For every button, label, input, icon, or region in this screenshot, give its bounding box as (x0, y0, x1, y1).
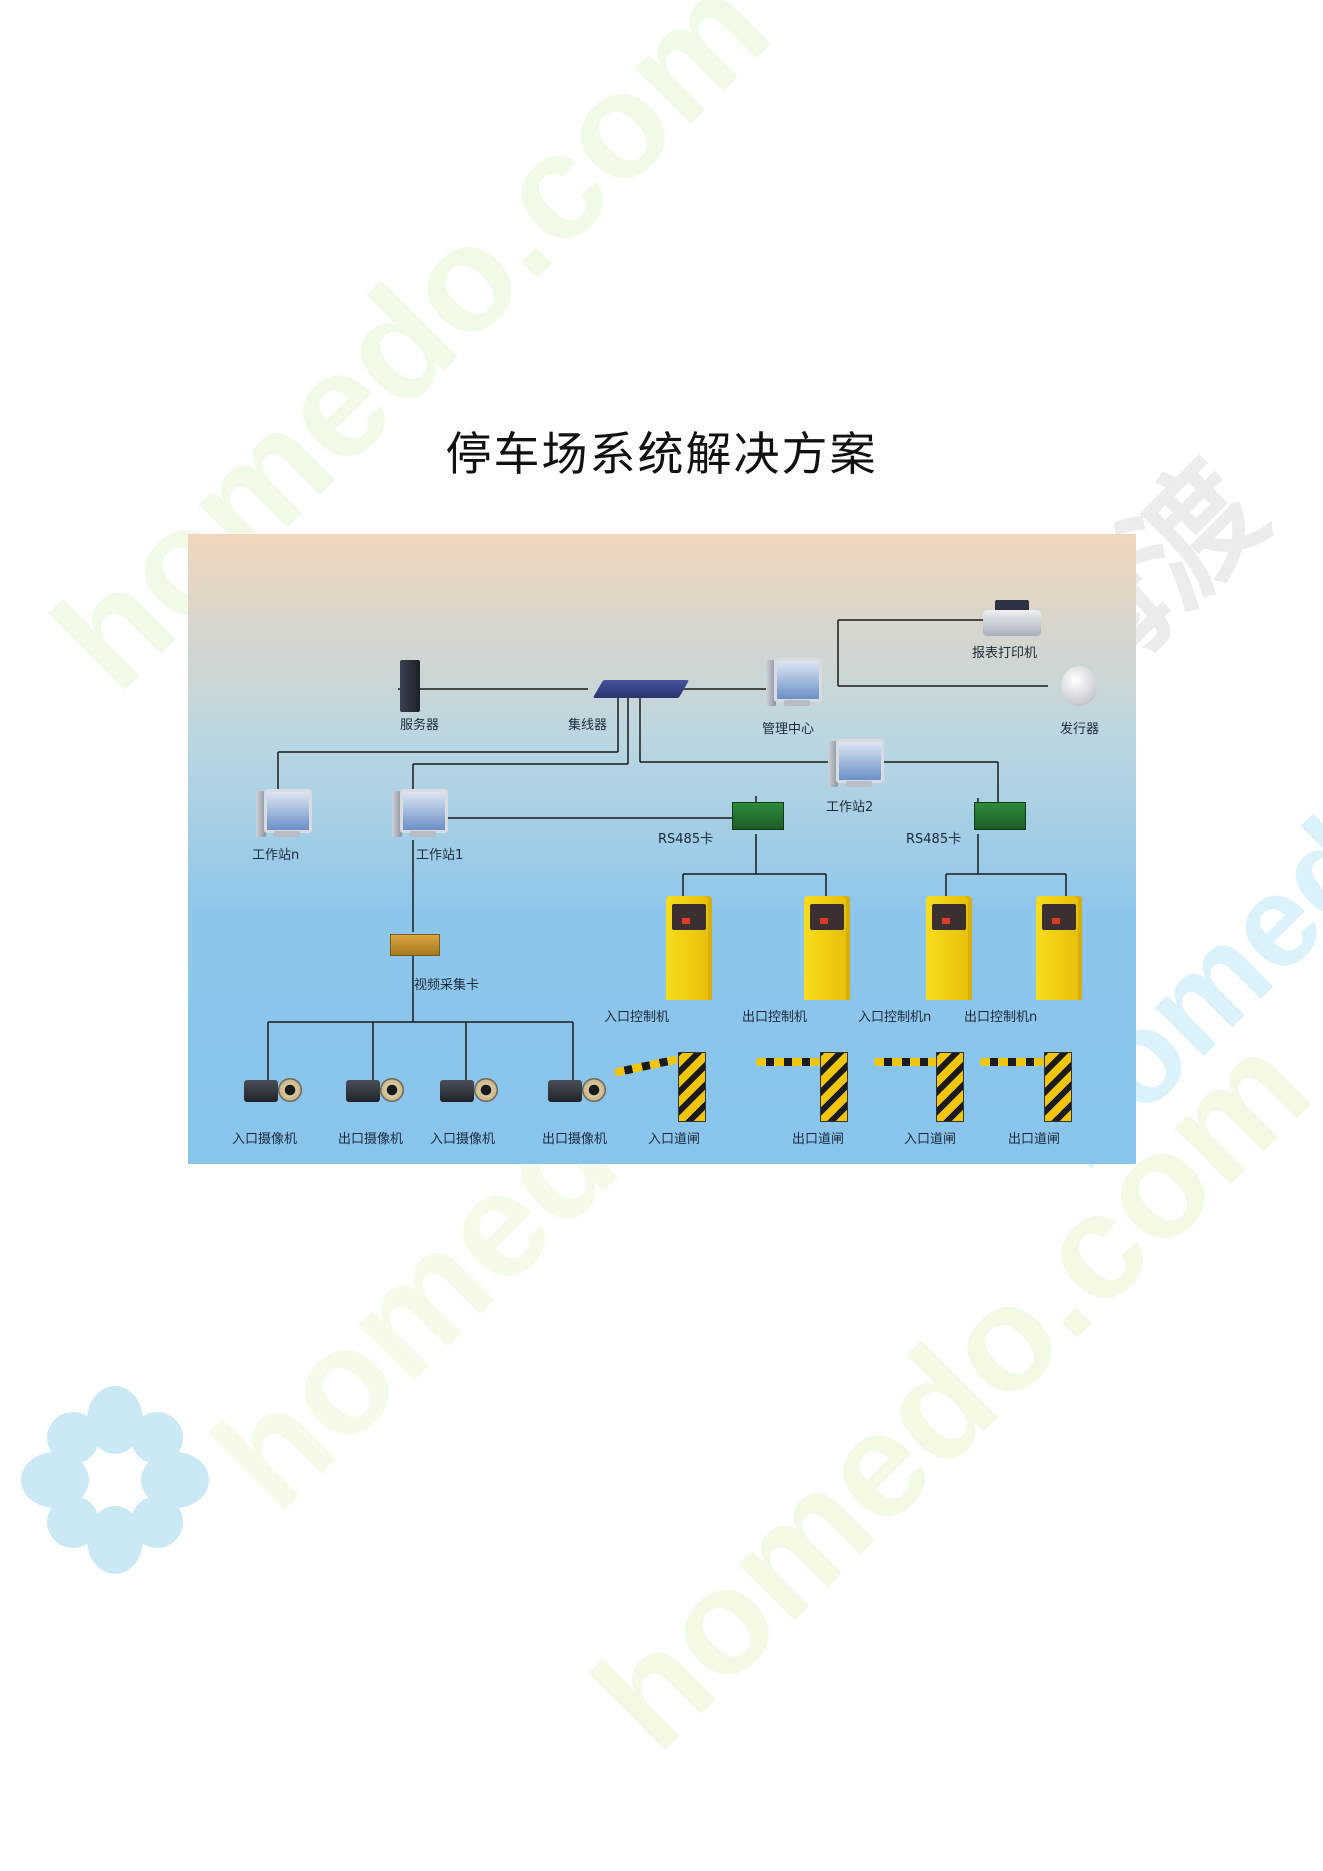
exit-controller-icon (804, 896, 850, 1000)
page-title: 停车场系统解决方案 (445, 427, 878, 481)
gate-label-3: 入口道闸 (904, 1132, 957, 1147)
report-printer-label: 报表打印机 (972, 646, 1038, 661)
rs485-card-1-icon (732, 802, 784, 830)
entry-controller-n-label: 入口控制机n (858, 1010, 932, 1025)
workstation-2-label: 工作站2 (826, 800, 874, 815)
hub-icon (592, 680, 690, 698)
workstation-n-label: 工作站n (252, 848, 300, 863)
entry-gate-1-icon (678, 1052, 706, 1122)
rs485-card-2-label: RS485卡 (906, 832, 962, 847)
camera-label-4: 出口摄像机 (542, 1132, 608, 1147)
video-capture-card-label: 视频采集卡 (414, 978, 480, 993)
entry-gate-2-arm (874, 1058, 938, 1066)
entry-camera-2-icon (440, 1078, 500, 1104)
entry-camera-1-icon (244, 1078, 304, 1104)
rs485-card-1-label: RS485卡 (658, 832, 714, 847)
management-center-label: 管理中心 (762, 722, 815, 737)
exit-gate-2-arm (980, 1058, 1044, 1066)
exit-gate-1-icon (820, 1052, 848, 1122)
exit-controller-n-label: 出口控制机n (964, 1010, 1038, 1025)
entry-controller-n-icon (926, 896, 972, 1000)
exit-camera-1-icon (346, 1078, 406, 1104)
camera-label-1: 入口摄像机 (232, 1132, 298, 1147)
video-capture-card-icon (390, 934, 440, 956)
entry-gate-2-icon (936, 1052, 964, 1122)
report-printer-icon (983, 600, 1041, 640)
exit-gate-1-arm (756, 1058, 820, 1066)
server-label: 服务器 (400, 718, 440, 733)
gate-label-2: 出口道闸 (792, 1132, 845, 1147)
workstation-1-computer-icon (392, 789, 448, 839)
hub-label: 集线器 (568, 718, 608, 733)
card-issuer-label: 发行器 (1060, 722, 1100, 737)
exit-controller-label: 出口控制机 (742, 1010, 808, 1025)
parking-system-diagram: 服务器 集线器 管理中心 报表打印机 发行器 工作站n 工作站1 工作站2 RS… (188, 534, 1136, 1164)
workstation-n-computer-icon (256, 789, 312, 839)
watermark-flower-logo (21, 1386, 209, 1574)
entry-controller-icon (666, 896, 712, 1000)
exit-gate-2-icon (1044, 1052, 1072, 1122)
camera-label-2: 出口摄像机 (338, 1132, 404, 1147)
gate-label-1: 入口道闸 (648, 1132, 701, 1147)
camera-label-3: 入口摄像机 (430, 1132, 496, 1147)
card-issuer-icon (1061, 666, 1097, 706)
server-icon (400, 660, 420, 712)
workstation-1-label: 工作站1 (416, 848, 464, 863)
rs485-card-2-icon (974, 802, 1026, 830)
gate-label-4: 出口道闸 (1008, 1132, 1061, 1147)
management-center-computer-icon (766, 658, 822, 708)
workstation-2-computer-icon (828, 739, 884, 789)
exit-camera-2-icon (548, 1078, 608, 1104)
entry-controller-label: 入口控制机 (604, 1010, 670, 1025)
exit-controller-n-icon (1036, 896, 1082, 1000)
